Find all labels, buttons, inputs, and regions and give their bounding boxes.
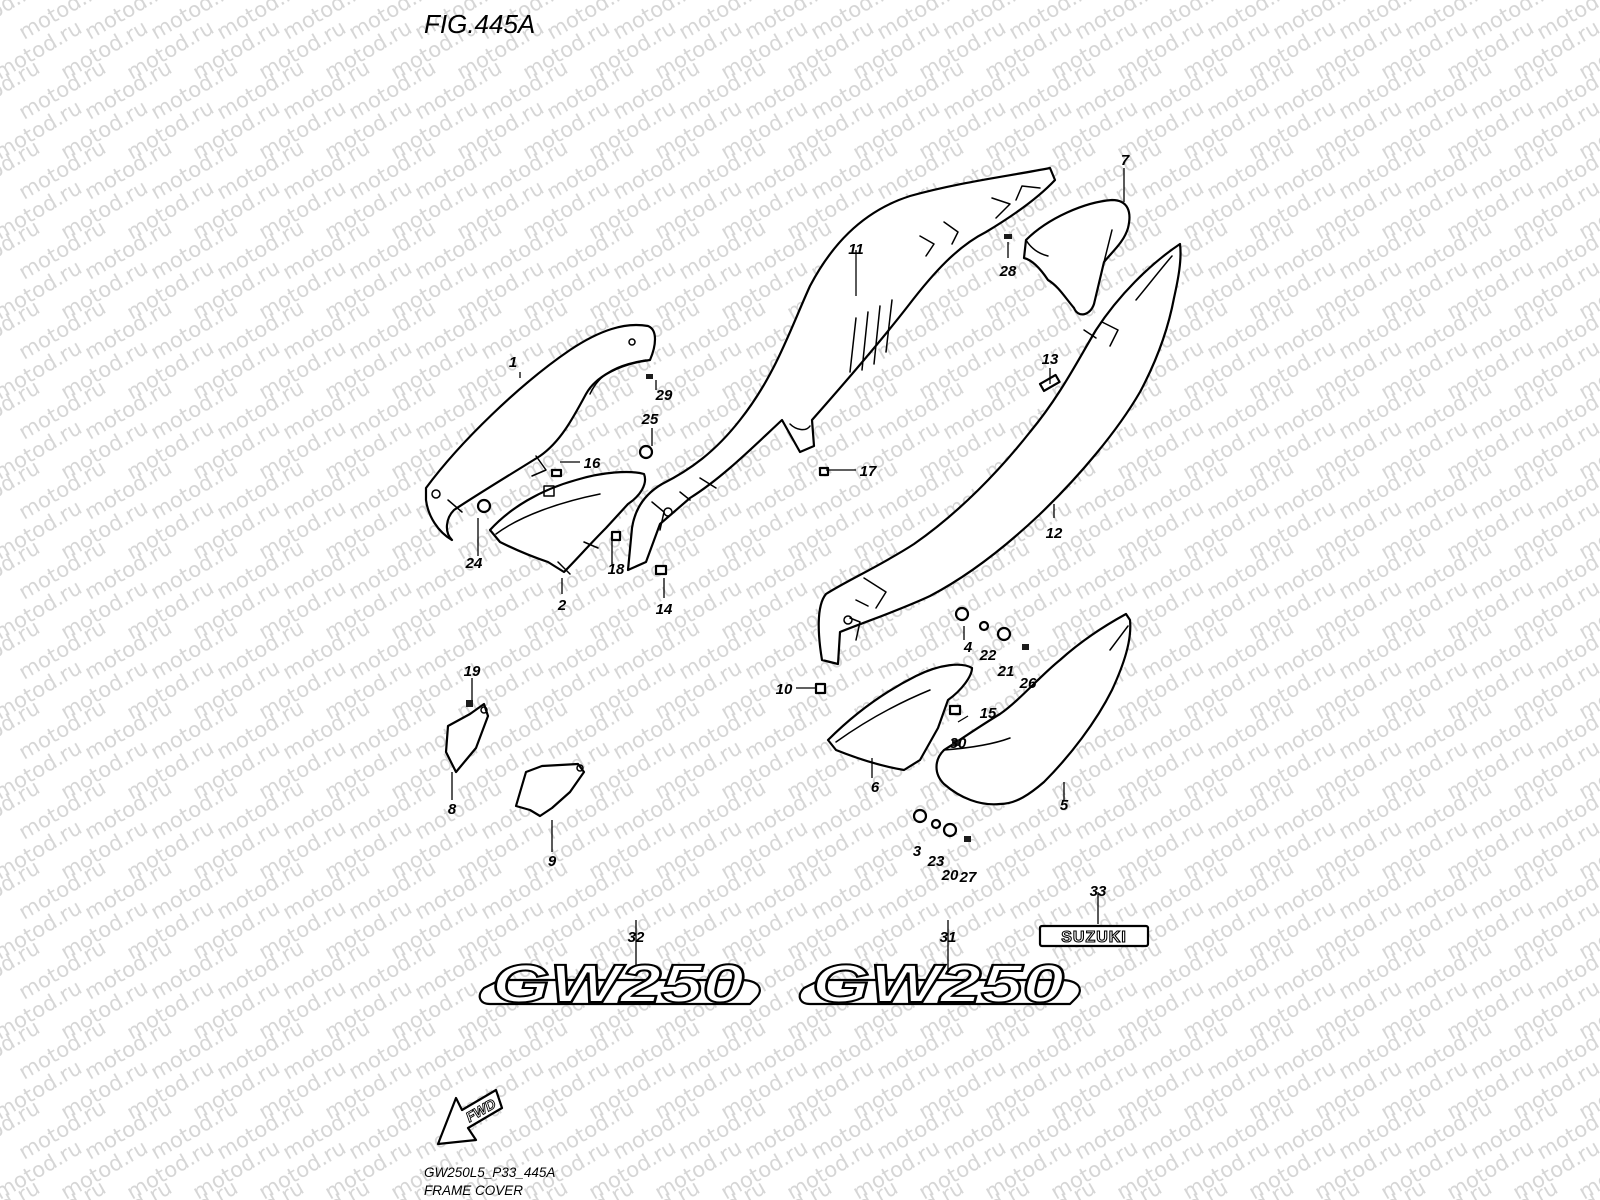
callout-26: 26 xyxy=(1019,675,1037,692)
frame-cover-part-12 xyxy=(817,242,1182,666)
clip-15 xyxy=(948,704,962,716)
callout-8: 8 xyxy=(448,801,457,818)
callout-24: 24 xyxy=(465,555,483,572)
callout-30: 30 xyxy=(950,735,967,752)
nut-17 xyxy=(818,466,830,477)
callout-9: 9 xyxy=(548,853,557,870)
callout-20: 20 xyxy=(941,867,959,884)
callout-12: 12 xyxy=(1046,525,1063,542)
bracket-part-9 xyxy=(514,762,586,818)
side-cover-part-1 xyxy=(424,323,657,542)
callout-16: 16 xyxy=(584,455,601,472)
callout-13: 13 xyxy=(1042,351,1059,368)
callout-31: 31 xyxy=(940,929,957,946)
callout-15: 15 xyxy=(980,705,997,722)
callout-11: 11 xyxy=(848,241,864,258)
clip-16 xyxy=(550,468,563,478)
emblem-text-31: GW250 xyxy=(812,954,1064,1014)
section-name: FRAME COVER xyxy=(424,1183,523,1198)
tail-top-cover-part-7 xyxy=(1022,198,1131,316)
callout-6: 6 xyxy=(871,779,880,796)
grommet-25 xyxy=(638,444,654,460)
callout-18: 18 xyxy=(608,561,625,578)
emblem-text-32: GW250 xyxy=(492,954,744,1014)
emblem-part-32: GW250 xyxy=(478,953,761,1015)
collar-23 xyxy=(930,818,942,830)
screw-28 xyxy=(1004,234,1012,239)
bolt-19 xyxy=(466,700,473,707)
callout-28: 28 xyxy=(999,263,1017,280)
screw-30 xyxy=(952,740,959,746)
bracket-part-8 xyxy=(444,702,490,774)
screw-29 xyxy=(646,374,653,379)
callout-23: 23 xyxy=(927,853,945,870)
callout-7: 7 xyxy=(1121,152,1130,169)
callout-10: 10 xyxy=(776,681,793,698)
callout-25: 25 xyxy=(641,411,659,428)
frame-cover-part-11 xyxy=(626,166,1057,572)
callout-1: 1 xyxy=(509,354,517,371)
callout-19: 19 xyxy=(464,663,481,680)
callout-5: 5 xyxy=(1060,797,1069,814)
callout-labels: 1 2 3 4 5 6 7 8 9 10 11 12 13 14 15 16 1… xyxy=(448,152,1130,946)
clip-18 xyxy=(610,530,622,542)
callout-2: 2 xyxy=(557,597,567,614)
watermark-text: motod.ru xyxy=(1575,0,1600,4)
callout-22: 22 xyxy=(979,647,997,664)
washer-20 xyxy=(942,822,958,838)
side-cover-part-5 xyxy=(935,612,1132,806)
emblem-text-33: SUZUKI xyxy=(1061,929,1127,946)
grommet-4 xyxy=(954,606,970,622)
callout-29: 29 xyxy=(655,387,673,404)
grommet-3 xyxy=(912,808,928,824)
fasteners xyxy=(466,234,1061,842)
emblem-part-31: GW250 xyxy=(798,953,1081,1015)
callout-32: 32 xyxy=(628,929,645,946)
callout-33: 33 xyxy=(1090,883,1107,900)
figure-title: FIG.445A xyxy=(424,9,535,39)
lower-cover-part-6 xyxy=(826,663,974,772)
emblem-part-33: SUZUKI xyxy=(1038,924,1150,948)
model-code: GW250L5_P33_445A xyxy=(424,1165,555,1180)
grommet-24 xyxy=(476,498,492,514)
leader-lines xyxy=(451,168,1125,970)
callout-3: 3 xyxy=(913,843,922,860)
bolt-26 xyxy=(1022,644,1029,650)
clip-14 xyxy=(654,564,668,576)
watermark-text: motod.ru xyxy=(1599,0,1600,44)
callout-27: 27 xyxy=(959,869,977,886)
callout-17: 17 xyxy=(860,463,877,480)
callout-21: 21 xyxy=(997,663,1015,680)
bolt-27 xyxy=(964,836,971,842)
callout-14: 14 xyxy=(656,601,673,618)
callout-4: 4 xyxy=(963,639,973,656)
washer-21 xyxy=(996,626,1012,642)
nut-10 xyxy=(814,682,827,695)
collar-22 xyxy=(978,620,990,632)
lower-cover-part-2 xyxy=(488,470,647,575)
